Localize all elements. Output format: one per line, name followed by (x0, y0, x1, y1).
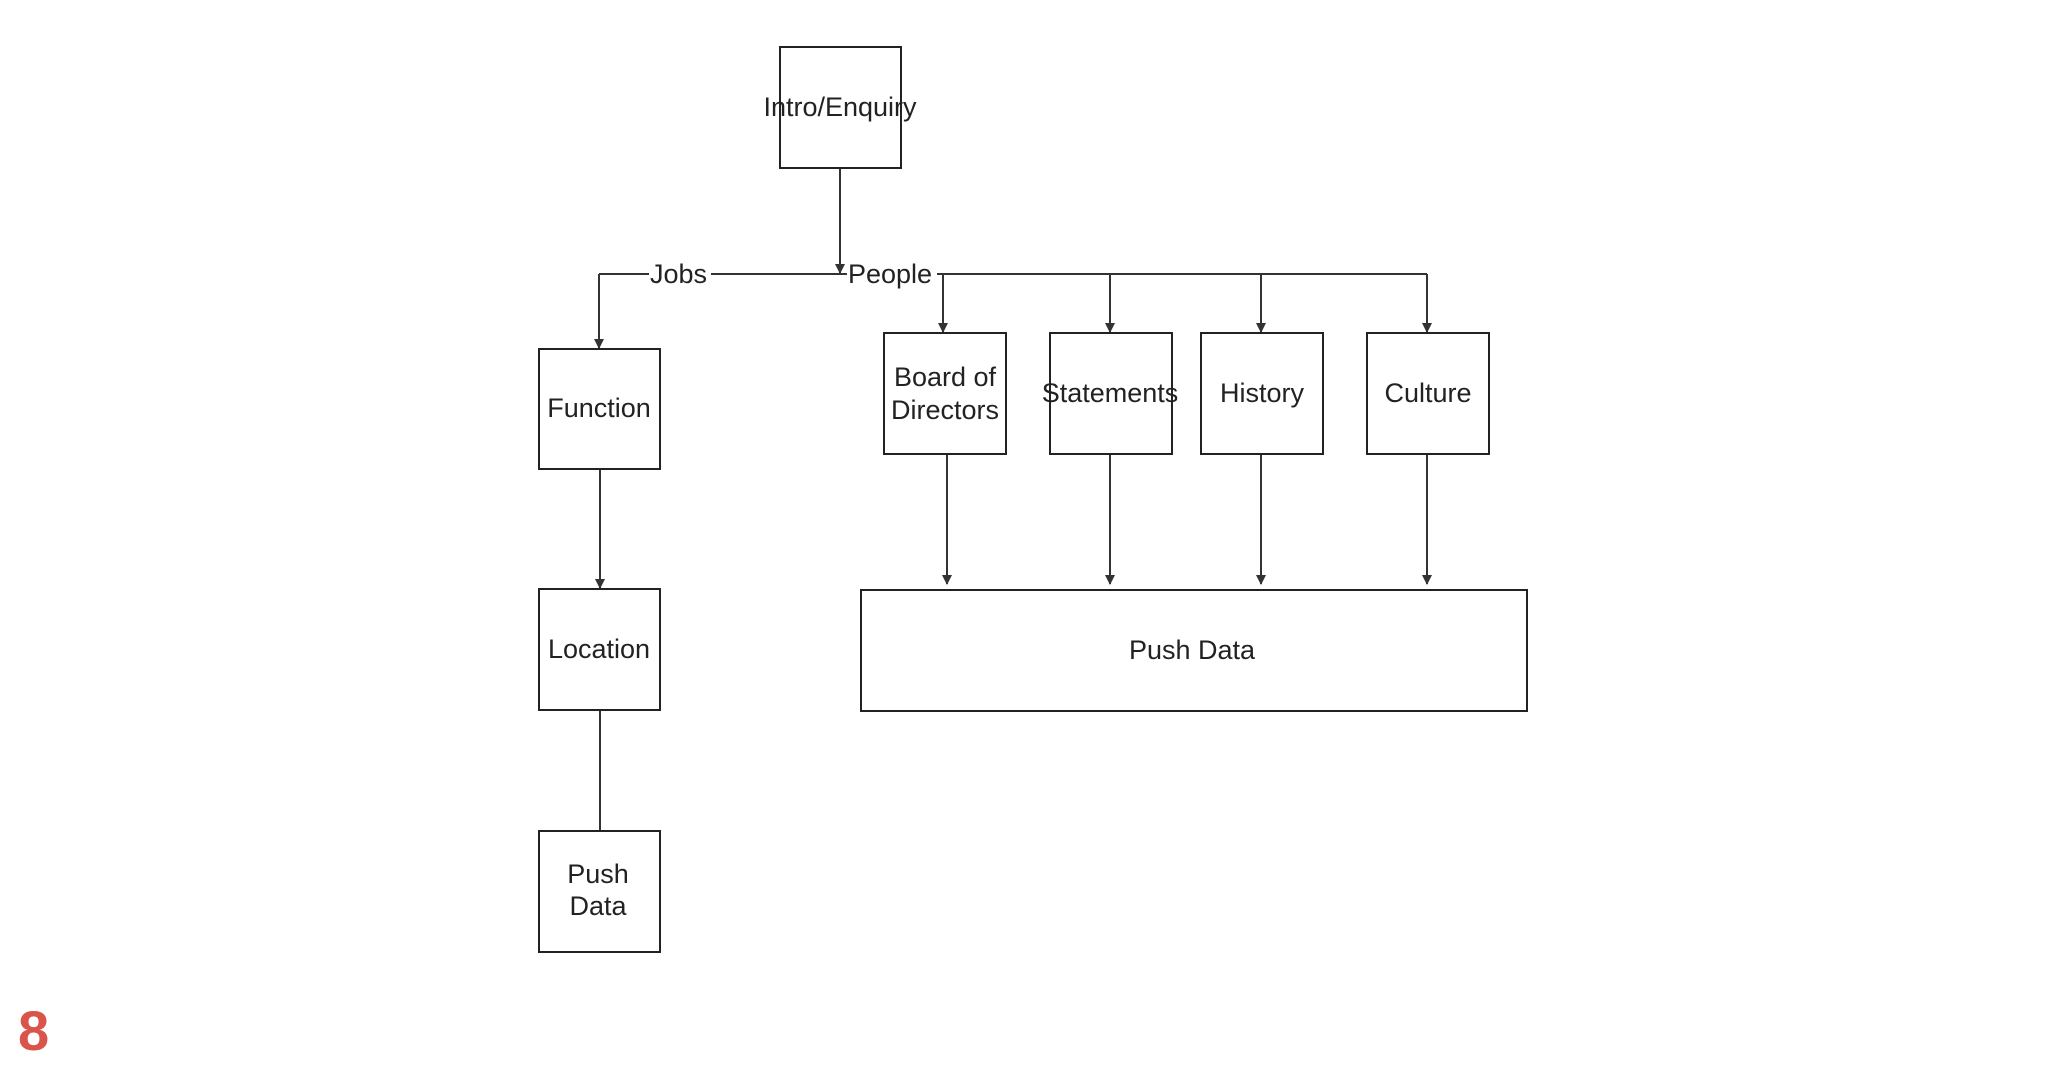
node-function-label: Function (547, 393, 651, 423)
node-intro-enquiry: Intro/Enquiry (763, 46, 917, 169)
node-board-of-directors: Board of Directors (883, 332, 1007, 455)
node-push-data-jobs-label-line2: Data (569, 891, 627, 921)
node-board-of-directors-label-line1: Board of (894, 362, 997, 392)
node-push-data-people-label: Push Data (1129, 635, 1256, 665)
node-culture-label: Culture (1384, 378, 1471, 408)
node-location-label: Location (548, 634, 650, 664)
edge-label-people: People (848, 259, 932, 289)
edge-labels: Jobs People (649, 258, 937, 290)
node-statements-label: Statements (1042, 378, 1179, 408)
node-history-label: History (1220, 378, 1305, 408)
node-push-data-people: Push Data (860, 589, 1528, 712)
node-location: Location (538, 588, 661, 711)
edges (594, 168, 1432, 831)
page-number: 8 (18, 999, 50, 1062)
node-history: History (1200, 332, 1324, 455)
node-push-data-jobs: Push Data (538, 830, 661, 953)
node-culture: Culture (1366, 332, 1490, 455)
node-push-data-jobs-label-line1: Push (567, 859, 629, 889)
node-intro-enquiry-label: Intro/Enquiry (763, 92, 917, 122)
edge-label-jobs: Jobs (650, 259, 707, 289)
node-function: Function (538, 348, 661, 470)
node-statements: Statements (1042, 332, 1179, 455)
node-board-of-directors-label-line2: Directors (891, 395, 999, 425)
